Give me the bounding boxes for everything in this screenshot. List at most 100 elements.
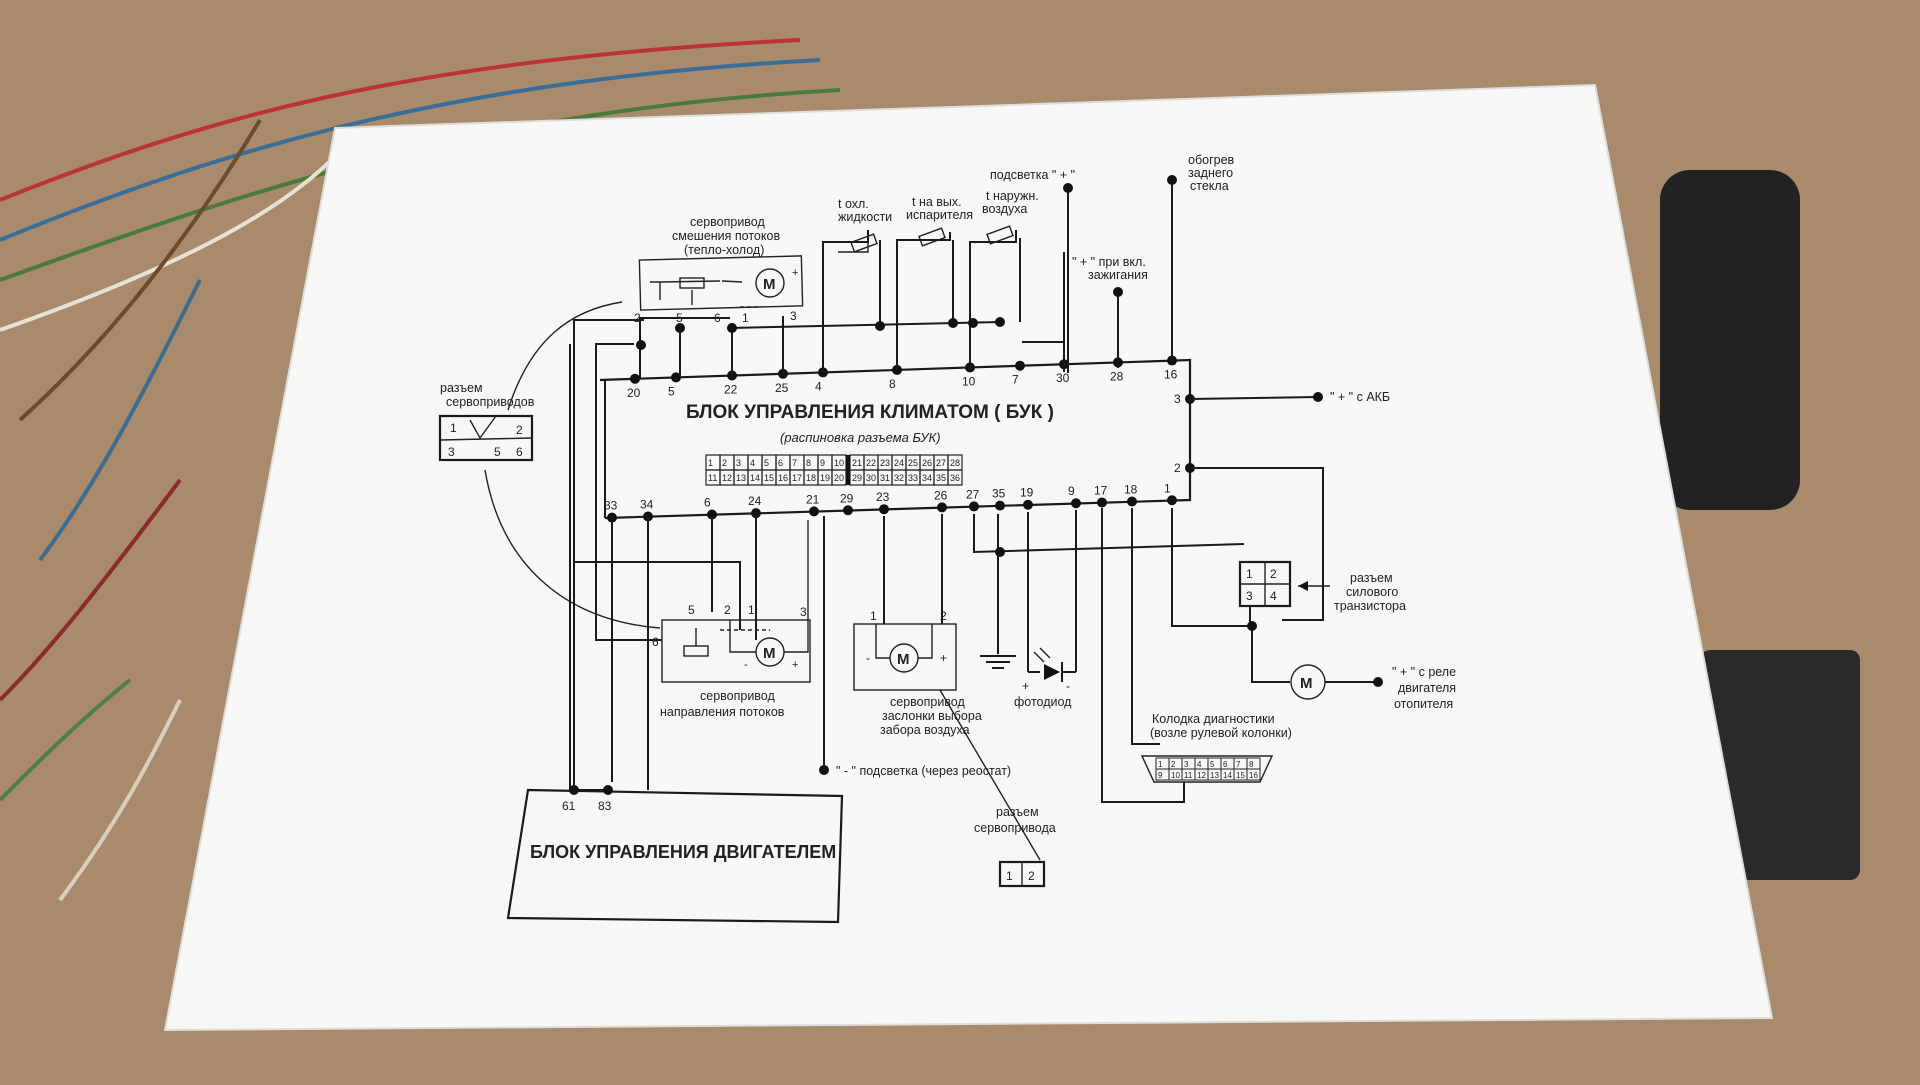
bottom-pin-19: 19 xyxy=(1020,486,1034,510)
backlight-plus-label: подсветка " + " xyxy=(990,168,1075,182)
heater-relay-label-2: двигателя xyxy=(1398,681,1456,695)
svg-text:1: 1 xyxy=(708,458,713,468)
svg-text:32: 32 xyxy=(894,473,904,483)
svg-text:17: 17 xyxy=(792,473,802,483)
svg-text:12: 12 xyxy=(722,473,732,483)
connector-cell-16: 16 xyxy=(775,469,791,486)
svg-text:22: 22 xyxy=(724,383,738,397)
svg-text:61: 61 xyxy=(562,799,576,813)
svg-text:15: 15 xyxy=(764,473,774,483)
engine-ecu-title: БЛОК УПРАВЛЕНИЯ ДВИГАТЕЛЕМ xyxy=(530,842,836,862)
svg-text:25: 25 xyxy=(908,458,918,468)
servo-single-label-1: разъем xyxy=(996,805,1039,819)
svg-text:22: 22 xyxy=(866,458,876,468)
svg-text:27: 27 xyxy=(966,487,980,501)
svg-text:2: 2 xyxy=(722,458,727,468)
servo-air-label-2: заслонки выбора xyxy=(882,709,982,723)
connector-cell-36: 36 xyxy=(947,469,963,486)
svg-text:5: 5 xyxy=(494,445,501,459)
transistor-label-2: силового xyxy=(1346,585,1398,599)
bottom-pin-6: 6 xyxy=(704,496,717,520)
svg-text:1: 1 xyxy=(1246,567,1253,581)
svg-text:1: 1 xyxy=(748,603,755,617)
svg-text:7: 7 xyxy=(1236,760,1241,769)
svg-text:M: M xyxy=(897,651,910,668)
svg-text:13: 13 xyxy=(736,473,746,483)
diag-label-2: (возле рулевой колонки) xyxy=(1150,726,1292,740)
thermistor-outside xyxy=(986,225,1014,245)
svg-text:6: 6 xyxy=(1223,760,1228,769)
top-pin-20: 20 xyxy=(627,373,641,400)
connector-cell-18: 18 xyxy=(803,469,819,486)
connector-cell-28: 28 xyxy=(947,454,963,471)
connector-cell-23: 23 xyxy=(877,454,893,471)
svg-text:4: 4 xyxy=(1197,760,1202,769)
connector-cell-31: 31 xyxy=(877,469,893,486)
ignition-plus-label-2: зажигания xyxy=(1088,268,1148,282)
servo-connector-label-1: разъем xyxy=(440,381,483,395)
svg-text:1: 1 xyxy=(1164,481,1171,495)
svg-text:7: 7 xyxy=(1012,373,1019,387)
svg-text:2: 2 xyxy=(724,603,731,617)
svg-text:6: 6 xyxy=(778,458,783,468)
svg-text:6: 6 xyxy=(516,445,523,459)
heater-relay-label-3: отопителя xyxy=(1394,697,1453,711)
svg-text:10: 10 xyxy=(1171,771,1180,780)
svg-text:6: 6 xyxy=(704,496,711,510)
bottom-pin-9: 9 xyxy=(1068,484,1081,509)
svg-text:36: 36 xyxy=(950,473,960,483)
svg-text:2: 2 xyxy=(1270,567,1277,581)
svg-text:3: 3 xyxy=(1174,392,1181,406)
svg-text:26: 26 xyxy=(934,488,948,502)
svg-text:18: 18 xyxy=(1124,483,1138,497)
svg-text:21: 21 xyxy=(806,492,820,506)
t-outside-label-2: воздуха xyxy=(982,202,1027,216)
svg-text:3: 3 xyxy=(448,445,455,459)
t-outside-label-1: t наружн. xyxy=(986,189,1039,203)
svg-text:M: M xyxy=(1300,675,1313,692)
connector-cell-33: 33 xyxy=(905,469,921,486)
top-wires xyxy=(636,175,1177,378)
svg-text:+: + xyxy=(940,651,947,665)
svg-text:2: 2 xyxy=(516,423,523,437)
svg-text:11: 11 xyxy=(1184,771,1193,780)
diag-label-1: Колодка диагностики xyxy=(1152,712,1275,726)
svg-text:5: 5 xyxy=(764,458,769,468)
svg-text:15: 15 xyxy=(1236,771,1245,780)
bottom-pin-29: 29 xyxy=(840,491,854,516)
connector-cell-15: 15 xyxy=(761,469,777,486)
transistor-label-3: транзистора xyxy=(1334,599,1406,613)
connector-cell-25: 25 xyxy=(905,454,921,471)
connector-cell-26: 26 xyxy=(919,454,935,471)
svg-text:5: 5 xyxy=(688,603,695,617)
power-transistor-connector: 1 2 3 4 xyxy=(1171,508,1330,683)
svg-text:-: - xyxy=(1066,679,1070,693)
servo-mix-label-3: (тепло-холод) xyxy=(684,243,764,257)
thermistor-evaporator xyxy=(918,227,946,247)
svg-text:M: M xyxy=(763,645,776,662)
connector-cell-21: 21 xyxy=(849,454,865,471)
svg-text:35: 35 xyxy=(936,473,946,483)
svg-text:31: 31 xyxy=(880,473,890,483)
svg-text:34: 34 xyxy=(640,498,654,512)
connector-cell-24: 24 xyxy=(891,454,907,471)
right-pin-3: 3 xyxy=(1174,392,1323,406)
thermistor-coolant xyxy=(838,233,878,253)
svg-text:1: 1 xyxy=(1158,760,1163,769)
diag-pin-16: 16 xyxy=(1246,768,1261,781)
svg-text:4: 4 xyxy=(1270,589,1277,603)
rear-defrost-label-1: обогрев xyxy=(1188,153,1235,167)
unit-subtitle: (распиновка разъема БУК) xyxy=(780,430,941,445)
connector-cell-34: 34 xyxy=(919,469,935,486)
t-coolant-label-2: жидкости xyxy=(838,210,892,224)
svg-text:21: 21 xyxy=(852,458,862,468)
svg-text:6: 6 xyxy=(714,311,721,325)
svg-text:+: + xyxy=(792,659,798,671)
svg-text:16: 16 xyxy=(778,473,788,483)
svg-text:25: 25 xyxy=(775,381,789,395)
svg-text:7: 7 xyxy=(792,458,797,468)
